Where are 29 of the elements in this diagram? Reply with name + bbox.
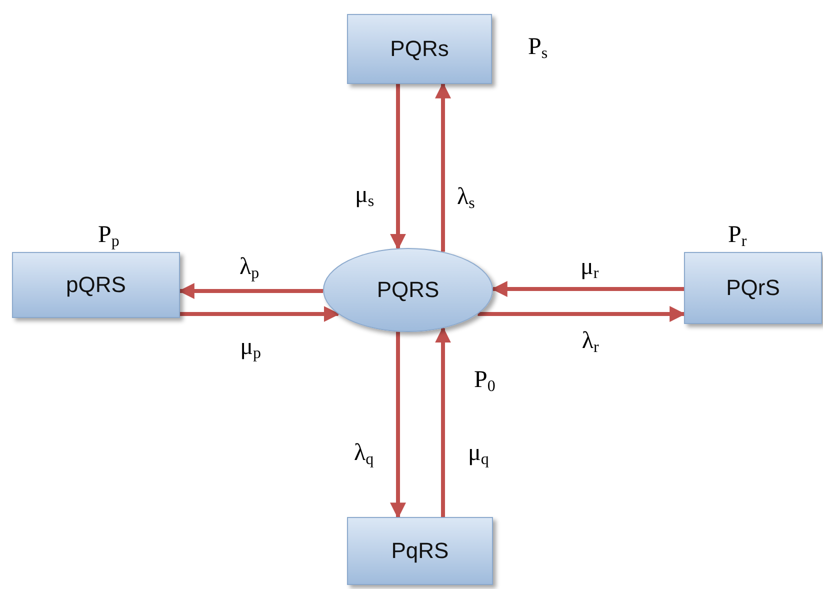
probability-label: P$_{0}$ (474, 367, 496, 396)
state-box (684, 252, 822, 324)
rate-label: λ$_{r}$ (582, 328, 599, 357)
rate-label: λ$_{q}$ (354, 440, 374, 470)
arrow (435, 326, 451, 517)
arrow (491, 281, 684, 297)
arrow (390, 332, 406, 519)
rate-label: μ$_{s}$ (355, 182, 374, 212)
rate-label: μ$_{r}$ (580, 254, 599, 283)
arrow (180, 306, 340, 322)
rate-label: λ$_{p}$ (240, 254, 260, 283)
rate-label: μ$_{p}$ (240, 334, 261, 363)
state-box (347, 517, 493, 585)
probability-label: P$_{p}$ (98, 222, 120, 251)
state-box (12, 252, 180, 318)
state-label: PQRs (390, 36, 449, 62)
arrow (478, 306, 686, 322)
state-label: PqRS (391, 538, 449, 564)
probability-label: P$_{s}$ (528, 34, 548, 63)
state-label: pQRS (66, 272, 126, 298)
arrow (390, 84, 406, 250)
probability-label: P$_{r}$ (728, 222, 747, 251)
rate-label: μ$_{q}$ (468, 440, 489, 469)
state-label: PQrS (726, 275, 780, 301)
arrow (178, 283, 324, 299)
arrow (435, 82, 451, 252)
state-box (347, 14, 492, 84)
state-label: PQRS (376, 277, 440, 303)
rate-label: λ$_{s}$ (457, 184, 475, 213)
